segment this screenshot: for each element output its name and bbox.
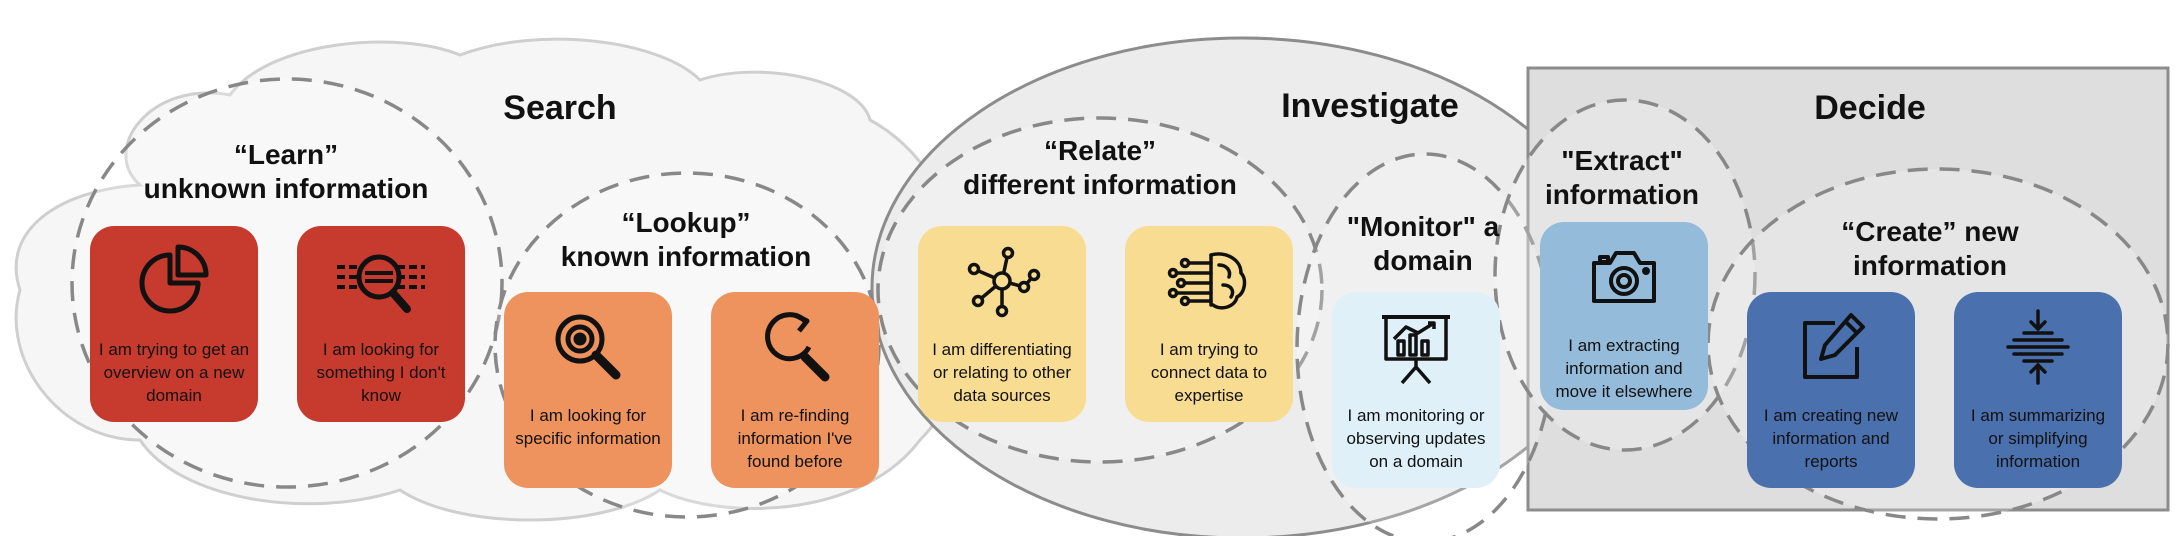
network-icon: [918, 226, 1086, 336]
create-group-title: “Create” new information: [1810, 215, 2050, 282]
card-unknown-search-text: I am looking for something I don't know: [316, 340, 446, 405]
refresh-magnifier-icon: [711, 292, 879, 402]
monitor-title-line1: "Monitor" a: [1346, 211, 1500, 242]
camera-icon: [1540, 222, 1708, 332]
card-overview-text: I am trying to get an overview on a new …: [98, 340, 250, 405]
card-differentiating: I am differentiating or relating to othe…: [918, 226, 1086, 422]
lookup-group-title: “Lookup” known information: [526, 206, 846, 273]
pie-chart-icon: [90, 226, 258, 336]
card-creating-text: I am creating new information and report…: [1763, 406, 1899, 471]
card-differentiating-text: I am differentiating or relating to othe…: [932, 340, 1072, 405]
presentation-chart-icon: [1332, 292, 1500, 402]
pencil-edit-icon: [1747, 292, 1915, 402]
card-summarizing-text: I am summarizing or simplifying informat…: [1970, 406, 2106, 471]
create-title-line1: “Create” new: [1841, 216, 2019, 247]
relate-group-title: “Relate” different information: [930, 134, 1270, 201]
relate-title-line2: different information: [963, 168, 1237, 200]
card-overview: I am trying to get an overview on a new …: [90, 226, 258, 422]
card-extracting-text: I am extracting information and move it …: [1555, 336, 1693, 401]
monitor-title-line2: domain: [1373, 244, 1473, 276]
card-expertise-text: I am trying to connect data to expertise: [1150, 340, 1268, 405]
learn-title-line2: unknown information: [143, 172, 429, 204]
card-monitoring-text: I am monitoring or observing updates on …: [1346, 406, 1486, 471]
learn-title-line1: “Learn”: [233, 139, 339, 170]
decide-region-title: Decide: [1814, 89, 1926, 127]
card-unknown-search: I am looking for something I don't know: [297, 226, 465, 422]
learn-group-title: “Learn” unknown information: [106, 138, 466, 205]
brain-circuit-icon: [1125, 226, 1293, 336]
compress-icon: [1954, 292, 2122, 402]
extract-title-line2: information: [1545, 178, 1699, 210]
card-summarizing: I am summarizing or simplifying informat…: [1954, 292, 2122, 488]
card-specific-info: I am looking for specific information: [504, 292, 672, 488]
extract-title-line1: "Extract": [1561, 145, 1683, 176]
lookup-title-line2: known information: [560, 240, 812, 272]
search-region-title: Search: [503, 89, 617, 127]
card-monitoring: I am monitoring or observing updates on …: [1332, 292, 1500, 488]
card-specific-info-text: I am looking for specific information: [515, 406, 661, 448]
lookup-title-line1: “Lookup”: [621, 207, 751, 238]
card-extracting: I am extracting information and move it …: [1540, 222, 1708, 410]
card-refinding-text: I am re-finding information I've found b…: [737, 406, 853, 471]
extract-group-title: "Extract" information: [1522, 144, 1722, 211]
monitor-group-title: "Monitor" a domain: [1318, 210, 1528, 277]
create-title-line2: information: [1853, 249, 2007, 281]
card-refinding: I am re-finding information I've found b…: [711, 292, 879, 488]
investigate-region-title: Investigate: [1281, 87, 1459, 125]
magnifier-document-icon: [297, 226, 465, 336]
card-expertise: I am trying to connect data to expertise: [1125, 226, 1293, 422]
relate-title-line1: “Relate”: [1043, 135, 1157, 166]
target-magnifier-icon: [504, 292, 672, 402]
card-creating: I am creating new information and report…: [1747, 292, 1915, 488]
